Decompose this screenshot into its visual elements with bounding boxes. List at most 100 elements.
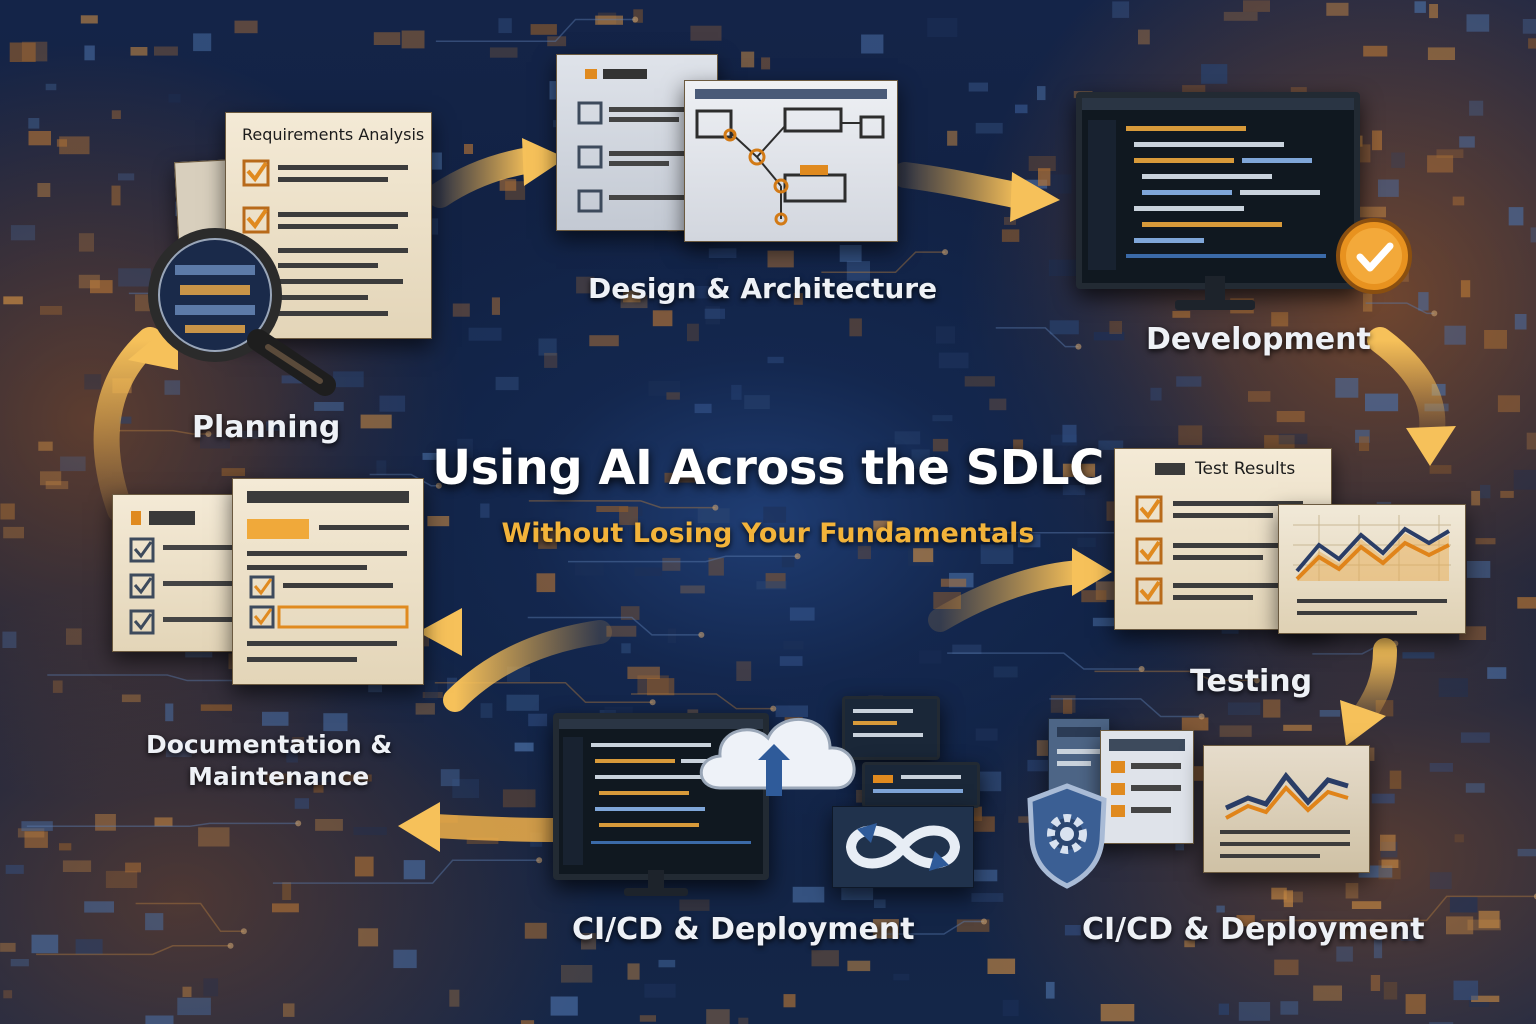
background-circuit-trace [1365,302,1435,315]
background-pixel [429,218,439,235]
background-pixel [1517,848,1536,857]
background-pixel [111,185,121,206]
background-pixel [1429,465,1452,474]
background-pixel [1219,725,1252,737]
background-pixel [84,901,114,913]
background-circuit-node [205,430,212,437]
background-pixel [1023,179,1048,189]
documentation-lines [247,491,409,662]
background-pixel [1223,11,1258,21]
background-pixel [1283,891,1303,903]
background-pixel [262,711,289,726]
background-pixel [59,843,72,851]
background-pixel [789,607,815,621]
background-pixel [1453,980,1479,1001]
stage-label-planning: Planning [192,410,341,445]
background-pixel [177,997,211,1016]
background-pixel [667,628,677,644]
background-pixel [168,94,181,103]
background-pixel [1366,747,1375,761]
background-pixel [706,1009,730,1024]
background-pixel [145,1015,174,1024]
background-circuit-trace [47,674,248,682]
background-pixel [690,25,722,41]
background-pixel [621,643,631,654]
background-pixel [932,415,953,422]
background-pixel [1449,896,1478,913]
background-pixel [1427,47,1455,60]
background-pixel [969,816,995,832]
background-pixel [1471,995,1500,1002]
background-pixel [595,15,623,25]
arrow-dev-to-testing-head [1406,426,1456,466]
background-pixel [857,545,871,560]
background-pixel [864,470,882,485]
background-pixel [847,960,871,972]
background-pixel [1004,217,1016,225]
background-pixel [547,36,567,47]
background-pixel [872,919,899,939]
background-pixel [575,562,604,576]
main-title: Using AI Across the SDLC [432,440,1104,496]
background-pixel [480,503,490,518]
background-pixel [1336,946,1353,962]
background-circuit-trace [947,652,1142,670]
background-pixel [1528,38,1536,49]
background-pixel [1013,439,1024,457]
background-pixel [839,245,862,262]
background-pixel [282,882,292,900]
background-pixel [358,928,379,947]
stage-label-documentation-line2: Maintenance [188,762,370,791]
shield-gear-icon [1027,783,1107,889]
background-pixel [705,306,720,325]
background-pixel [894,431,921,445]
background-pixel [1378,179,1399,197]
background-pixel [1238,1002,1271,1021]
background-pixel [1201,64,1228,84]
background-pixel [1184,940,1195,948]
pipeline-lines [853,709,923,737]
background-pixel [241,430,264,439]
background-pixel [1218,1003,1229,1015]
background-pixel [281,375,303,384]
background-pixel [200,434,230,449]
line-chart-icon [1220,771,1350,858]
background-pixel [17,828,45,838]
background-pixel [873,520,893,532]
background-pixel [1469,100,1484,116]
background-pixel [1002,999,1019,1017]
background-pixel [265,773,293,783]
background-pixel [637,675,669,695]
background-pixel [911,449,930,469]
background-pixel [606,625,637,637]
background-pixel [1380,834,1396,851]
background-pixel [28,118,40,129]
background-pixel [893,973,910,981]
background-pixel [342,774,372,782]
background-pixel [286,749,298,763]
background-pixel [182,986,192,997]
background-pixel [1283,724,1312,731]
background-pixel [121,694,141,703]
background-pixel [1271,312,1289,327]
background-pixel [1227,702,1261,715]
background-circuit-node [698,631,705,638]
arrow-design-to-dev-head [1010,172,1060,222]
background-pixel [1062,424,1077,443]
cicd-form-lines [1109,739,1185,817]
background-pixel [1063,698,1073,714]
background-pixel [744,395,770,409]
background-pixel [680,585,705,594]
stage-label-cicd-right: CI/CD & Deployment [1082,912,1425,947]
background-pixel [480,703,493,718]
background-pixel [1444,325,1466,345]
background-pixel [1429,872,1452,890]
background-circuit-trace [26,822,299,828]
background-pixel [2,631,17,648]
design-diagram-doc [684,80,898,242]
background-pixel [658,959,676,968]
background-circuit-node [981,918,988,925]
background-pixel [514,742,534,752]
background-pixel [1514,314,1527,330]
monitor-stand [1175,276,1255,310]
